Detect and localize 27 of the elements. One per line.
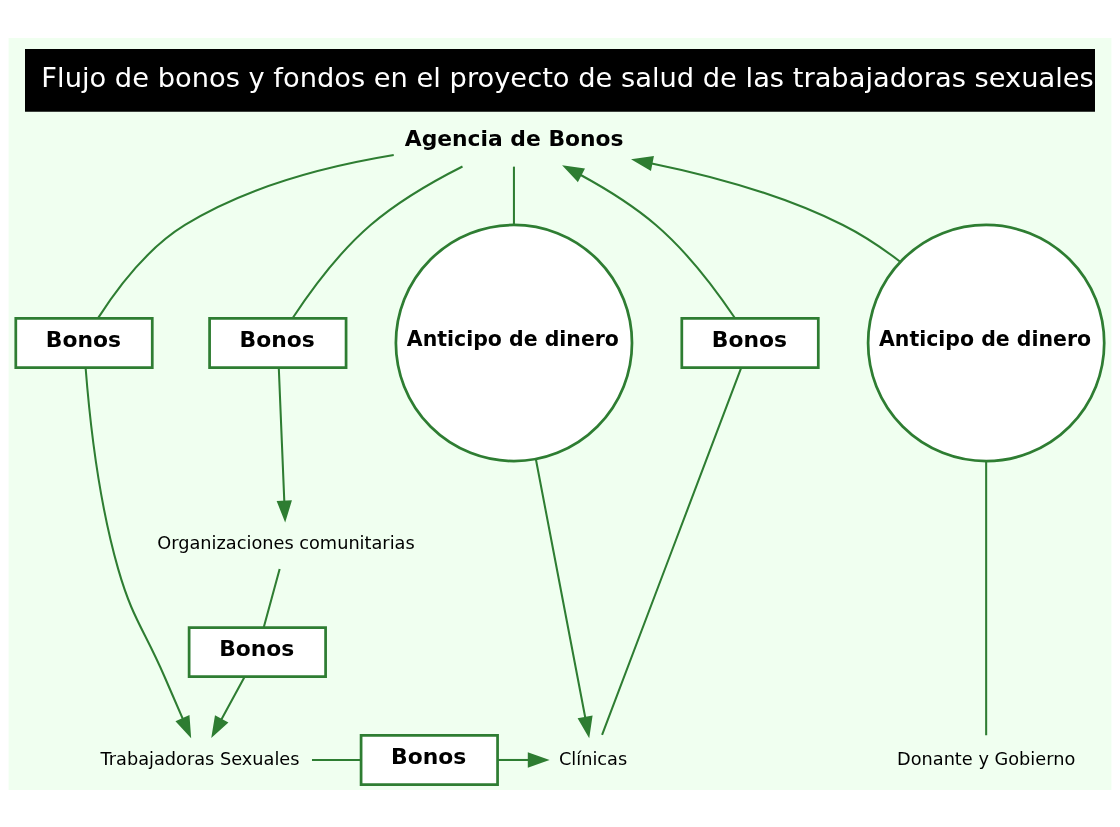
arrow [84,367,192,738]
arrow [497,751,550,768]
connector [291,165,463,319]
node-circle: Anticipo de dinero [866,223,1106,462]
arrow [211,675,246,738]
connector [262,568,281,628]
connector [601,367,743,735]
node-box: Bonos [680,316,820,369]
node-text: Agencia de Bonos [404,125,624,151]
node-text: Clínicas [558,748,628,769]
node-box: Bonos [359,733,499,786]
connector [97,153,394,319]
node-circle: Anticipo de dinero [394,223,634,462]
arrow [631,155,901,262]
connector [512,166,515,225]
node-text: Donante y Gobierno [897,748,1076,769]
node-box: Bonos [187,625,327,678]
node-box: Bonos [14,316,154,369]
arrow [562,164,736,319]
node-text: Trabajadoras Sexuales [100,748,300,769]
connector [985,460,988,735]
node-box: Bonos [208,316,348,369]
arrow [534,458,593,738]
diagram-title: Flujo de bonos y fondos en el proyecto de salud de las trabajadoras sexuales [41,61,1094,93]
node-text: Organizaciones comunitarias [157,532,415,553]
connector [312,758,362,761]
arrow [276,367,292,523]
